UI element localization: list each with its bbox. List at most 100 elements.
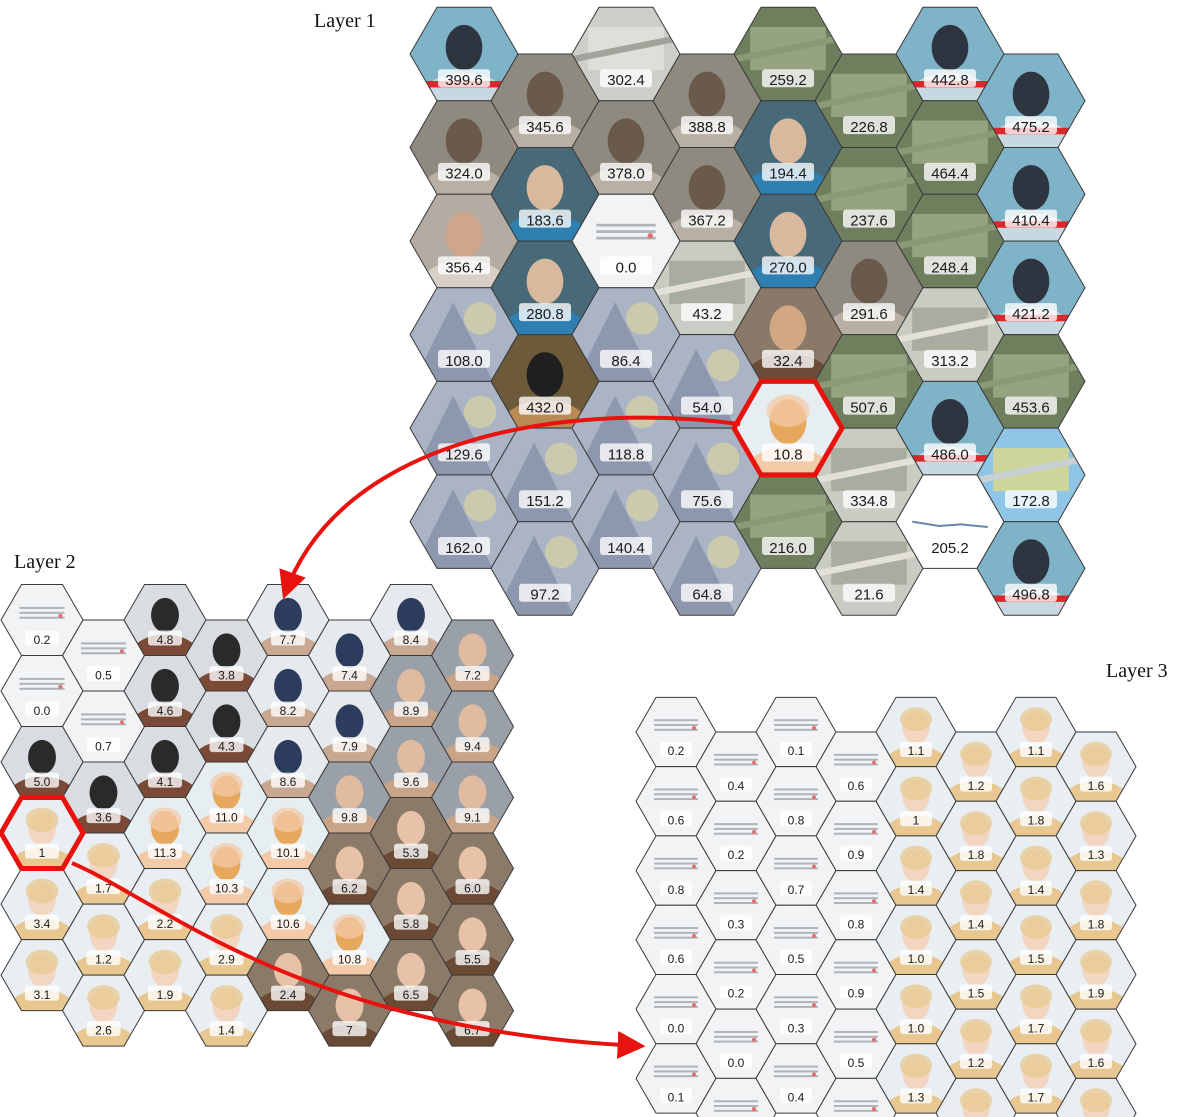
hex-value-label: 0.2 bbox=[728, 848, 745, 862]
hex-value-label: 0.9 bbox=[848, 987, 865, 1001]
hex-value-label: 1.0 bbox=[908, 952, 925, 966]
hex-value-label: 1.9 bbox=[1088, 987, 1105, 1001]
hex-value-label: 6.0 bbox=[464, 881, 481, 895]
layer-1-grid: 399.6345.6302.4388.8259.2226.8442.8475.2… bbox=[410, 0, 1085, 647]
hex-value-label: 0.0 bbox=[728, 1056, 745, 1070]
layer-3-grid: 0.20.40.10.61.11.21.11.60.60.20.80.911.8… bbox=[636, 692, 1136, 1117]
hex-value-label: 0.8 bbox=[788, 813, 805, 827]
hex-value-label: 11.3 bbox=[154, 846, 177, 860]
hex-value-label: 1.5 bbox=[968, 987, 985, 1001]
hex-value-label: 3.8 bbox=[218, 668, 235, 682]
hex-value-label: 172.8 bbox=[1012, 493, 1050, 510]
hex-value-label: 2.9 bbox=[218, 952, 235, 966]
hex-value-label: 0.0 bbox=[616, 259, 637, 276]
hex-value-label: 1.4 bbox=[968, 917, 985, 931]
hex-value-label: 453.6 bbox=[1012, 400, 1050, 417]
hex-value-label: 1.8 bbox=[968, 848, 985, 862]
hex-value-label: 21.6 bbox=[854, 587, 883, 604]
hex-value-label: 5.5 bbox=[464, 952, 481, 966]
hex-value-label: 7 bbox=[346, 1023, 353, 1037]
hex-value-label: 0.3 bbox=[788, 1021, 805, 1035]
hex-value-label: 324.0 bbox=[445, 166, 483, 183]
hex-value-label: 388.8 bbox=[688, 119, 726, 136]
hex-value-label: 162.0 bbox=[445, 540, 483, 557]
hex-value-label: 1.2 bbox=[95, 952, 112, 966]
hex-value-label: 216.0 bbox=[769, 540, 807, 557]
hex-value-label: 6.5 bbox=[403, 988, 420, 1002]
hex-value-label: 75.6 bbox=[692, 493, 721, 510]
hex-value-label: 1.2 bbox=[968, 1056, 985, 1070]
hex-value-label: 0.6 bbox=[668, 813, 685, 827]
hex-value-label: 334.8 bbox=[850, 493, 888, 510]
hex-value-label: 4.1 bbox=[157, 775, 174, 789]
hex-value-label: 2.4 bbox=[280, 988, 297, 1002]
hex-value-label: 486.0 bbox=[931, 446, 969, 463]
hex-value-label: 10.8 bbox=[773, 446, 802, 463]
hex-value-label: 54.0 bbox=[692, 400, 721, 417]
hex-value-label: 0.4 bbox=[788, 1091, 805, 1105]
hex-value-label: 4.8 bbox=[157, 633, 174, 647]
hex-value-label: 378.0 bbox=[607, 166, 645, 183]
hex-value-label: 0.1 bbox=[788, 744, 805, 758]
hex-value-label: 64.8 bbox=[692, 587, 721, 604]
hex-value-label: 7.2 bbox=[464, 668, 481, 682]
hex-value-label: 205.2 bbox=[931, 540, 969, 557]
hex-value-label: 399.6 bbox=[445, 72, 483, 89]
hex-value-label: 8.9 bbox=[403, 704, 420, 718]
hex-value-label: 0.0 bbox=[668, 1021, 685, 1035]
hex-value-label: 11.0 bbox=[215, 810, 238, 824]
hex-value-label: 10.1 bbox=[276, 846, 300, 860]
hex-value-label: 345.6 bbox=[526, 119, 564, 136]
hex-value-label: 1.3 bbox=[908, 1091, 925, 1105]
hex-value-label: 0.2 bbox=[668, 744, 685, 758]
hex-value-label: 8.4 bbox=[403, 633, 420, 647]
hex-value-label: 183.6 bbox=[526, 212, 564, 229]
hex-value-label: 1.5 bbox=[1028, 952, 1045, 966]
hex-value-label: 259.2 bbox=[769, 72, 807, 89]
hex-value-label: 0.2 bbox=[728, 987, 745, 1001]
hex-value-label: 432.0 bbox=[526, 400, 564, 417]
hex-value-label: 2.6 bbox=[95, 1023, 112, 1037]
hex-value-label: 0.1 bbox=[668, 1091, 685, 1105]
hex-value-label: 1.8 bbox=[1028, 813, 1045, 827]
hex-value-label: 4.3 bbox=[218, 739, 235, 753]
hex-value-label: 5.8 bbox=[403, 917, 420, 931]
hex-value-label: 86.4 bbox=[611, 353, 640, 370]
hex-value-label: 237.6 bbox=[850, 212, 888, 229]
hex-value-label: 1.1 bbox=[908, 744, 925, 758]
hex-value-label: 10.8 bbox=[338, 952, 362, 966]
hex-value-label: 302.4 bbox=[607, 72, 645, 89]
hex-value-label: 10.6 bbox=[276, 917, 300, 931]
hex-value-label: 3.4 bbox=[34, 917, 51, 931]
hex-value-label: 1.4 bbox=[908, 883, 925, 897]
hex-value-label: 1.4 bbox=[1028, 883, 1045, 897]
hex-value-label: 43.2 bbox=[692, 306, 721, 323]
hex-value-label: 280.8 bbox=[526, 306, 564, 323]
hex-value-label: 7.9 bbox=[341, 739, 358, 753]
hex-value-label: 248.4 bbox=[931, 259, 969, 276]
hex-value-label: 0.2 bbox=[34, 633, 51, 647]
hex-value-label: 7.7 bbox=[280, 633, 297, 647]
hex-value-label: 1.6 bbox=[1088, 779, 1105, 793]
hex-value-label: 7.4 bbox=[341, 668, 358, 682]
hex-value-label: 1.1 bbox=[1028, 744, 1045, 758]
hex-value-label: 97.2 bbox=[530, 587, 559, 604]
hex-value-label: 8.2 bbox=[280, 704, 297, 718]
hex-value-label: 464.4 bbox=[931, 166, 969, 183]
hex-value-label: 291.6 bbox=[850, 306, 888, 323]
hex-value-label: 270.0 bbox=[769, 259, 807, 276]
hex-value-label: 5.0 bbox=[34, 775, 51, 789]
hex-value-label: 0.8 bbox=[848, 917, 865, 931]
hex-value-label: 1.8 bbox=[1088, 917, 1105, 931]
hex-value-label: 0.7 bbox=[788, 883, 805, 897]
hex-value-label: 32.4 bbox=[773, 353, 802, 370]
hex-value-label: 475.2 bbox=[1012, 119, 1050, 136]
hex-value-label: 313.2 bbox=[931, 353, 969, 370]
hex-value-label: 9.6 bbox=[403, 775, 420, 789]
hex-value-label: 0.5 bbox=[848, 1056, 865, 1070]
hex-value-label: 367.2 bbox=[688, 212, 726, 229]
hex-value-label: 140.4 bbox=[607, 540, 645, 557]
hex-value-label: 421.2 bbox=[1012, 306, 1050, 323]
